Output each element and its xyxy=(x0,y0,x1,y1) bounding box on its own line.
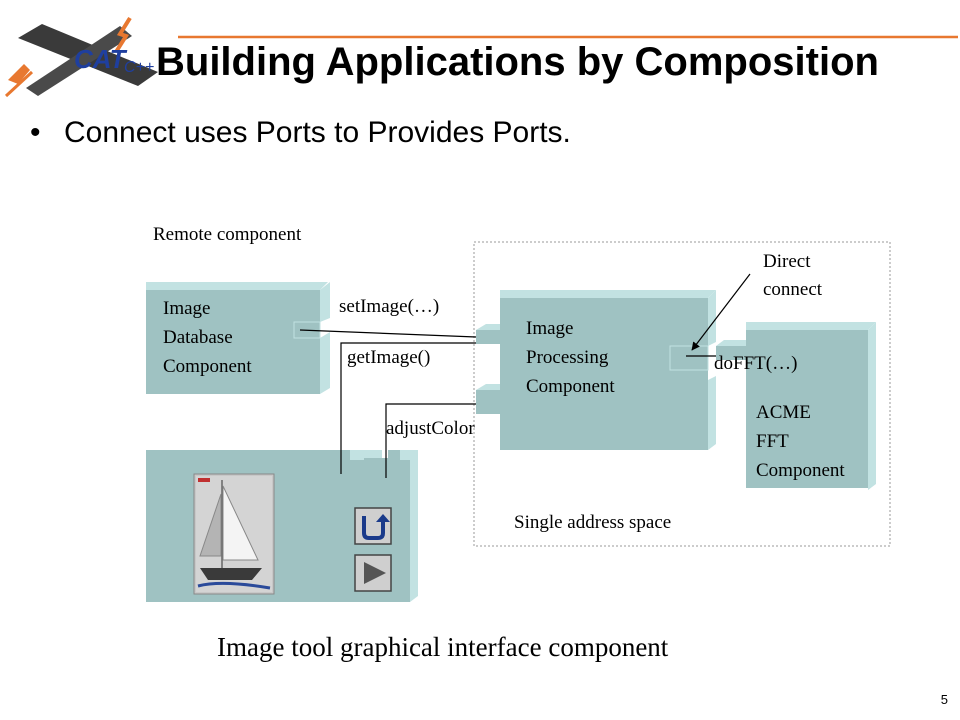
connections xyxy=(299,273,751,478)
cat-logo: CAT C++ xyxy=(4,16,158,98)
lightning-icon xyxy=(8,64,30,84)
db-component-label: Image Database Component xyxy=(163,298,252,377)
remote-component-label: Remote component xyxy=(153,224,302,245)
image-database-component: Image Database Component xyxy=(146,282,330,394)
bullet-text: Connect uses Ports to Provides Ports. xyxy=(64,116,571,149)
undo-icon xyxy=(362,516,385,540)
slide-title: Building Applications by Composition xyxy=(156,40,879,84)
adjust-color-label: adjustColor xyxy=(386,418,475,439)
single-address-space-label: Single address space xyxy=(514,512,671,533)
do-fft-label: doFFT(…) xyxy=(714,353,797,374)
fft-component-label: ACME FFT Component xyxy=(756,402,845,481)
get-image-label: getImage() xyxy=(347,347,430,368)
direct-connect-label: Direct connect xyxy=(763,251,823,300)
acme-fft-component: ACME FFT Component xyxy=(716,322,876,490)
bullet-dot: • xyxy=(30,116,41,149)
play-icon xyxy=(364,562,386,584)
image-processing-component: Image Processing Component xyxy=(476,290,716,450)
single-address-space-box xyxy=(473,241,891,547)
img-proc-component-label: Image Processing Component xyxy=(526,318,615,397)
bullet-item: • Connect uses Ports to Provides Ports. xyxy=(30,116,571,150)
set-image-label: setImage(…) xyxy=(339,296,439,317)
image-tool-gui-component xyxy=(146,450,418,602)
logo-text: CAT xyxy=(74,44,128,74)
page-number: 5 xyxy=(940,692,948,707)
diagram-caption: Image tool graphical interface component xyxy=(217,632,669,662)
logo-subtext: C++ xyxy=(124,59,154,76)
